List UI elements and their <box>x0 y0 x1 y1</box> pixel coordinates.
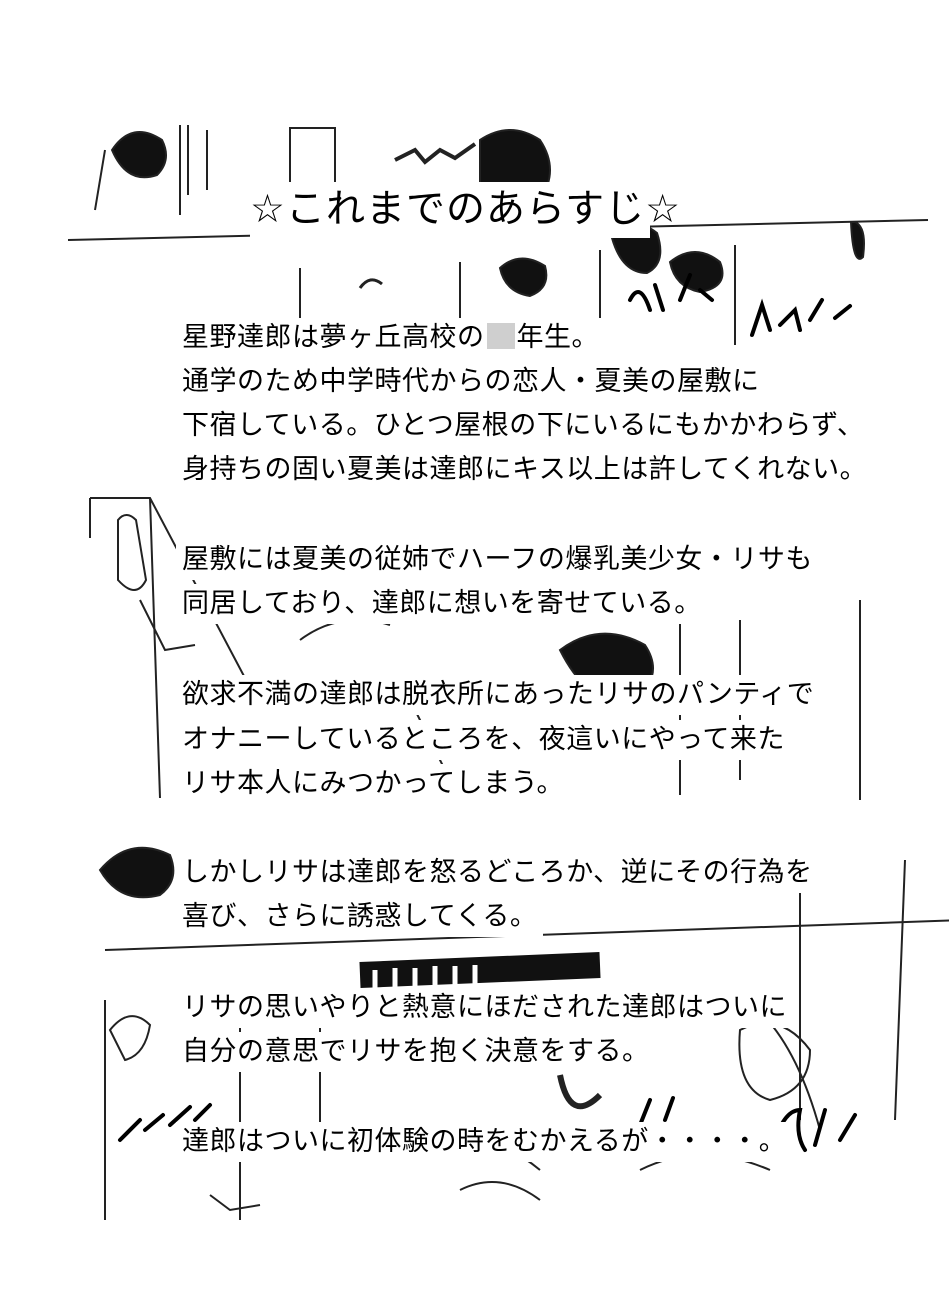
synopsis-line: しかしリサは達郎を怒るどころか、逆にその行為を <box>176 853 819 893</box>
synopsis-line: 達郎はついに初体験の時をむかえるが・・・・。 <box>176 1122 793 1162</box>
synopsis-line: 通学のため中学時代からの恋人・夏美の屋敷に <box>176 362 766 402</box>
synopsis-line: 自分の意思でリサを抱く決意をする。 <box>176 1032 656 1072</box>
synopsis-line: 屋敷には夏美の従姉でハーフの爆乳美少女・リサも <box>176 540 819 580</box>
synopsis-line: 星野達郎は夢ヶ丘高校の年生。 <box>176 318 605 358</box>
synopsis-title: ☆これまでのあらすじ☆ <box>250 182 680 238</box>
synopsis-line: 下宿している。ひとつ屋根の下にいるにもかかわらず、 <box>176 406 871 446</box>
synopsis-line: 同居しており、達郎に想いを寄せている。 <box>176 584 708 624</box>
synopsis-line: リサの思いやりと熱意にほだされた達郎はついに <box>176 988 793 1028</box>
synopsis-line: 喜び、さらに誘惑してくる。 <box>176 897 544 937</box>
synopsis-line: オナニーしているところを、夜這いにやって来た <box>176 720 791 760</box>
synopsis-line: 身持ちの固い夏美は達郎にキス以上は許してくれない。 <box>176 450 874 490</box>
censor-mosaic <box>486 323 515 349</box>
synopsis-line: リサ本人にみつかってしまう。 <box>176 764 571 804</box>
synopsis-line: 欲求不満の達郎は脱衣所にあったリサのパンティで <box>176 675 821 715</box>
